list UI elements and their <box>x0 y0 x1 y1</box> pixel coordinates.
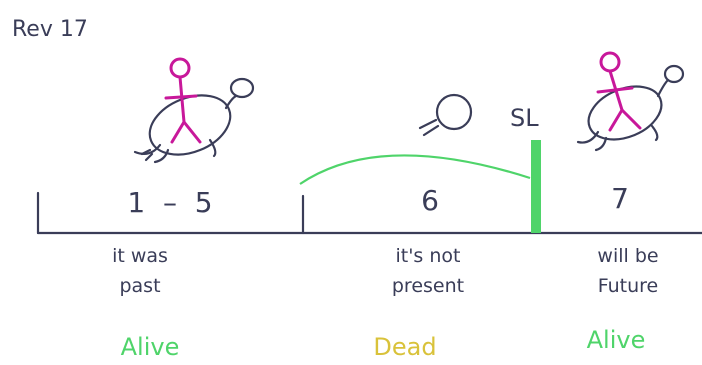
status-2: Dead <box>373 333 436 361</box>
caption-2-line2: present <box>392 275 464 297</box>
beast-2-icon <box>418 93 473 137</box>
page-title: Rev 17 <box>12 17 88 42</box>
beast-3-icon <box>576 64 685 152</box>
green-divider <box>531 140 541 233</box>
rider-2-figure <box>596 51 642 132</box>
status-1: Alive <box>121 333 180 361</box>
timeline-axis <box>36 191 702 235</box>
segment-label-3: 7 <box>611 182 629 215</box>
caption-2-line1: it's not <box>395 245 460 267</box>
green-arc <box>299 154 531 185</box>
beast-1-icon <box>133 77 255 164</box>
caption-3-line2: Future <box>598 275 659 297</box>
rider-1-figure <box>164 57 202 144</box>
segment-label-2: 6 <box>421 184 439 217</box>
caption-3-line1: will be <box>597 245 658 267</box>
caption-1-line2: past <box>119 275 160 297</box>
segment-label-1: 1 – 5 <box>127 186 212 219</box>
marker-label: SL <box>510 104 539 132</box>
status-3: Alive <box>587 326 646 354</box>
caption-1-line1: it was <box>112 245 168 267</box>
